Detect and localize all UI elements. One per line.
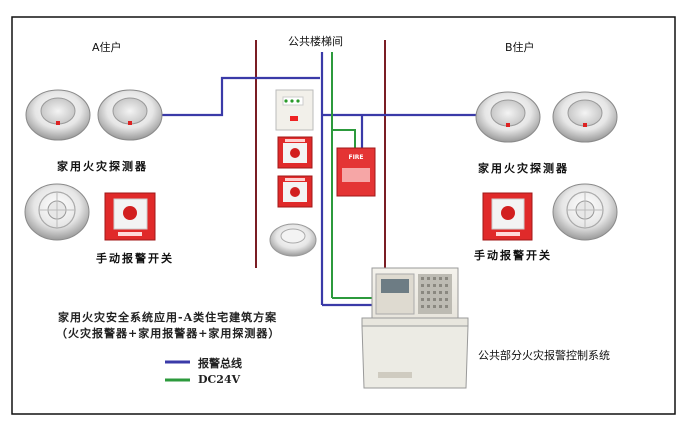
smoke-detector-icon bbox=[25, 89, 91, 141]
heat-detector-icon bbox=[269, 223, 317, 257]
heat-detector-icon bbox=[24, 183, 90, 241]
manual-call-point-icon bbox=[104, 192, 156, 241]
alarm-bus-lines bbox=[162, 52, 480, 307]
manual-call-point-icon bbox=[482, 192, 533, 241]
power-lines bbox=[331, 52, 372, 299]
description-line-2: （火灾报警器+家用报警器+家用探测器） bbox=[56, 327, 281, 340]
detector-label-left: 家用火灾探测器 bbox=[57, 160, 148, 173]
fire-alarm-sounder-icon: FIRE bbox=[336, 147, 376, 197]
heat-detector-icon bbox=[552, 183, 618, 241]
resident-b-label: B住户 bbox=[505, 41, 535, 54]
switch-label-left: 手动报警开关 bbox=[96, 252, 174, 265]
legend-power-label: DC24V bbox=[198, 373, 241, 386]
smoke-detector-icon bbox=[552, 91, 618, 143]
description-line-1: 家用火灾安全系统应用-A类住宅建筑方案 bbox=[58, 311, 278, 324]
legend-bus-label: 报警总线 bbox=[198, 357, 242, 370]
resident-a-label: A住户 bbox=[92, 41, 122, 54]
smoke-detector-icon bbox=[475, 91, 541, 143]
panel-caption: 公共部分火灾报警控制系统 bbox=[478, 349, 610, 362]
stairwell-label: 公共楼梯间 bbox=[288, 35, 343, 48]
fire-sign-text: FIRE bbox=[348, 154, 363, 161]
smoke-detector-icon bbox=[97, 89, 163, 141]
display-module-icon bbox=[275, 89, 314, 131]
fire-alarm-control-panel-icon bbox=[361, 267, 469, 389]
manual-call-point-icon bbox=[277, 136, 313, 169]
detector-label-right: 家用火灾探测器 bbox=[478, 162, 569, 175]
fire-hydrant-button-icon bbox=[277, 175, 313, 208]
outer-frame bbox=[11, 16, 676, 415]
switch-label-right: 手动报警开关 bbox=[474, 249, 552, 262]
